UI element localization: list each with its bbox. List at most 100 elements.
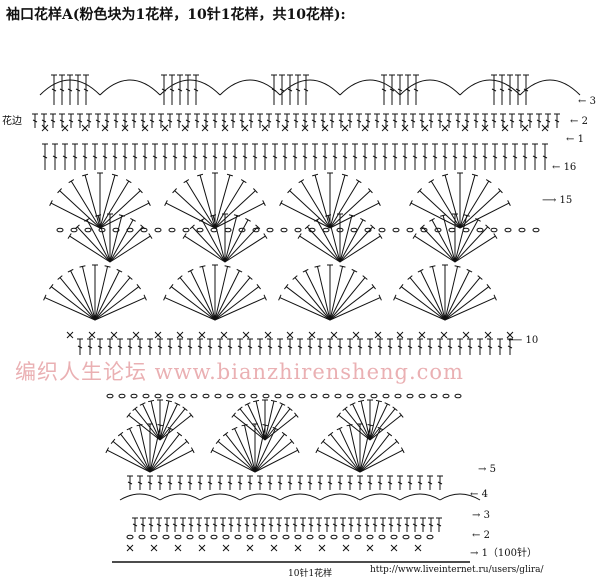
dc-bar [356, 119, 362, 123]
chain-arc [239, 493, 281, 501]
dc-bar [212, 119, 218, 123]
fan-top [419, 224, 425, 230]
dc-bar [417, 345, 423, 349]
dc-bar [147, 481, 153, 485]
fan-stitch [214, 202, 265, 229]
dc-bar [59, 88, 65, 92]
chain-stitch [414, 534, 422, 540]
chain-stitch [286, 393, 294, 399]
fan-top [184, 438, 190, 445]
chain-stitch [378, 227, 386, 233]
chain-stitch [56, 227, 64, 233]
sc-stitch [318, 544, 326, 552]
fan-top [163, 294, 167, 301]
dc-bar [284, 523, 290, 527]
fan-top [137, 188, 143, 194]
chain-stitch [342, 534, 350, 540]
dc-bar [383, 119, 389, 123]
sc-stitch [246, 544, 254, 552]
fan-stitch [431, 266, 446, 321]
chain-stitch [318, 534, 326, 540]
fan-top [289, 438, 295, 445]
dc-bar [419, 119, 425, 123]
dc-bar [337, 345, 343, 349]
fan-stitch [300, 180, 331, 229]
chain-arc [279, 79, 341, 96]
dc-bar [117, 345, 123, 349]
dc-bar [140, 119, 146, 123]
chain-arc [119, 493, 161, 501]
dc-bar [59, 119, 65, 123]
dc-bar [322, 155, 328, 159]
sc-stitch [521, 124, 529, 132]
sc-stitch [110, 331, 118, 339]
dc-bar [389, 88, 395, 92]
dc-bar [382, 155, 388, 159]
fan-top [358, 399, 365, 403]
chain-stitch [518, 227, 526, 233]
dc-bar [202, 155, 208, 159]
dc-bar [247, 481, 253, 485]
dc-bar [192, 155, 198, 159]
sc-stitch [174, 544, 182, 552]
fan-stitch [94, 277, 131, 321]
chain-arc [439, 493, 481, 501]
dc-bar [377, 481, 383, 485]
dc-bar [302, 155, 308, 159]
fan-stitch [217, 441, 256, 473]
fan-top [302, 268, 309, 273]
chain-stitch [420, 227, 428, 233]
fan-stitch [299, 235, 341, 263]
sc-stitch [88, 331, 96, 339]
chain-stitch [274, 393, 282, 399]
dc-bar [372, 523, 378, 527]
fan-top [375, 399, 382, 403]
fan-stitch [179, 277, 216, 321]
fan-stitch [329, 270, 355, 321]
dc-bar [340, 523, 346, 527]
sc-stitch [541, 124, 549, 132]
chain-stitch [364, 227, 372, 233]
fan-stitch [159, 414, 192, 441]
sc-stitch [242, 331, 250, 339]
sc-stitch [264, 331, 272, 339]
chain-stitch [298, 393, 306, 399]
edge-row-3-label: ← 3 [578, 96, 596, 107]
fan-stitch [410, 202, 461, 229]
dc-bar [164, 523, 170, 527]
chart-title: 袖口花样A(粉色块为1花样，10针1花样，共10花样): [6, 7, 346, 23]
fan-top [342, 406, 348, 412]
dc-bar [232, 155, 238, 159]
fan-top [148, 399, 155, 403]
chain-stitch [178, 393, 186, 399]
fan-stitch [329, 297, 381, 321]
fan-top [312, 173, 319, 177]
fan-stitch [316, 449, 361, 473]
dc-bar [131, 119, 137, 123]
dc-bar [295, 88, 301, 92]
fan-top [412, 233, 417, 239]
chain-stitch [190, 393, 198, 399]
fan-top [417, 268, 424, 273]
dc-bar [227, 481, 233, 485]
dc-bar [257, 481, 263, 485]
fan-top [263, 233, 268, 239]
fan-stitch [109, 219, 134, 263]
fan-top [497, 188, 503, 194]
chain-arc [399, 493, 441, 501]
fan-stitch [360, 400, 371, 441]
dc-bar [311, 119, 317, 123]
fan-stitch [329, 190, 371, 229]
chain-stitch [322, 227, 330, 233]
dc-bar [338, 119, 344, 123]
fan-stitch [239, 408, 266, 441]
fan-stitch [214, 277, 251, 321]
fan-stitch [329, 266, 344, 321]
dc-bar [207, 481, 213, 485]
dc-bar [266, 119, 272, 123]
sc-stitch [126, 544, 134, 552]
dc-bar [342, 155, 348, 159]
fan-stitch [225, 433, 256, 473]
dc-bar [87, 345, 93, 349]
sc-stitch [321, 124, 329, 132]
